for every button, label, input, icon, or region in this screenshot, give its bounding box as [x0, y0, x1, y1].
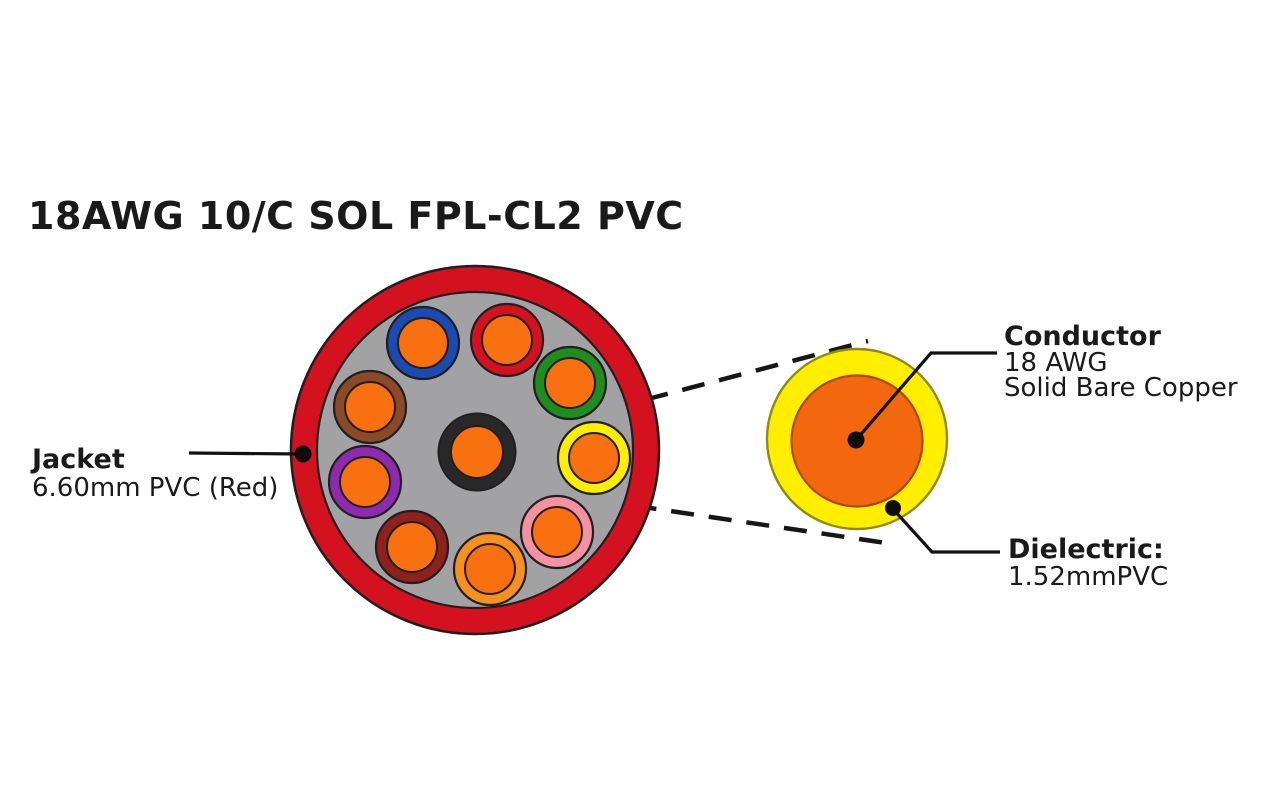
- jacket-label-title: Jacket: [30, 444, 125, 475]
- conductor-red-core: [481, 314, 533, 366]
- conductor-maroon-core: [386, 521, 438, 573]
- dielectric-label-detail: 1.52mmPVC: [1008, 562, 1168, 592]
- conductor-brown-core: [344, 381, 396, 433]
- dielectric-callout: Dielectric: 1.52mmPVC: [885, 500, 1168, 592]
- conductor-center-core: [450, 425, 504, 479]
- conductor-brown: [332, 369, 408, 445]
- dielectric-label-title: Dielectric:: [1008, 534, 1164, 565]
- conductor-yellow: [556, 420, 632, 496]
- dielectric-callout-dot: [885, 500, 901, 516]
- conductor-center-black: [437, 412, 517, 492]
- jacket-leader-line: [188, 451, 302, 456]
- conductor-leader-line: [854, 351, 997, 442]
- conductor-blue-core: [397, 317, 449, 369]
- jacket-label-detail: 6.60mm PVC (Red): [32, 473, 278, 503]
- jacket-callout-dot: [294, 445, 312, 463]
- conductor-yellow-core: [568, 432, 620, 484]
- conductor-maroon: [374, 509, 450, 585]
- cable-cross-section: [289, 264, 661, 636]
- conductor-label-title: Conductor: [1004, 321, 1162, 352]
- conductor-green-core: [544, 357, 596, 409]
- conductor-callout: Conductor 18 AWG Solid Bare Copper: [847, 321, 1238, 449]
- page-title: 18AWG 10/C SOL FPL-CL2 PVC: [28, 194, 684, 238]
- dielectric-leader-line: [891, 507, 1000, 554]
- conductor-orange-core: [464, 543, 516, 595]
- conductor-pink-core: [531, 506, 583, 558]
- conductor-purple: [327, 444, 403, 520]
- conductor-label-line2: Solid Bare Copper: [1004, 373, 1238, 403]
- conductor-green: [532, 345, 608, 421]
- conductor-red: [469, 302, 545, 378]
- conductor-purple-core: [339, 456, 391, 508]
- conductor-orange: [452, 531, 528, 607]
- conductor-label-line1: 18 AWG: [1004, 348, 1108, 378]
- jacket-callout: Jacket 6.60mm PVC (Red): [30, 444, 312, 503]
- conductor-blue: [385, 305, 461, 381]
- conductor-callout-dot: [847, 431, 865, 449]
- conductor-pink: [519, 494, 595, 570]
